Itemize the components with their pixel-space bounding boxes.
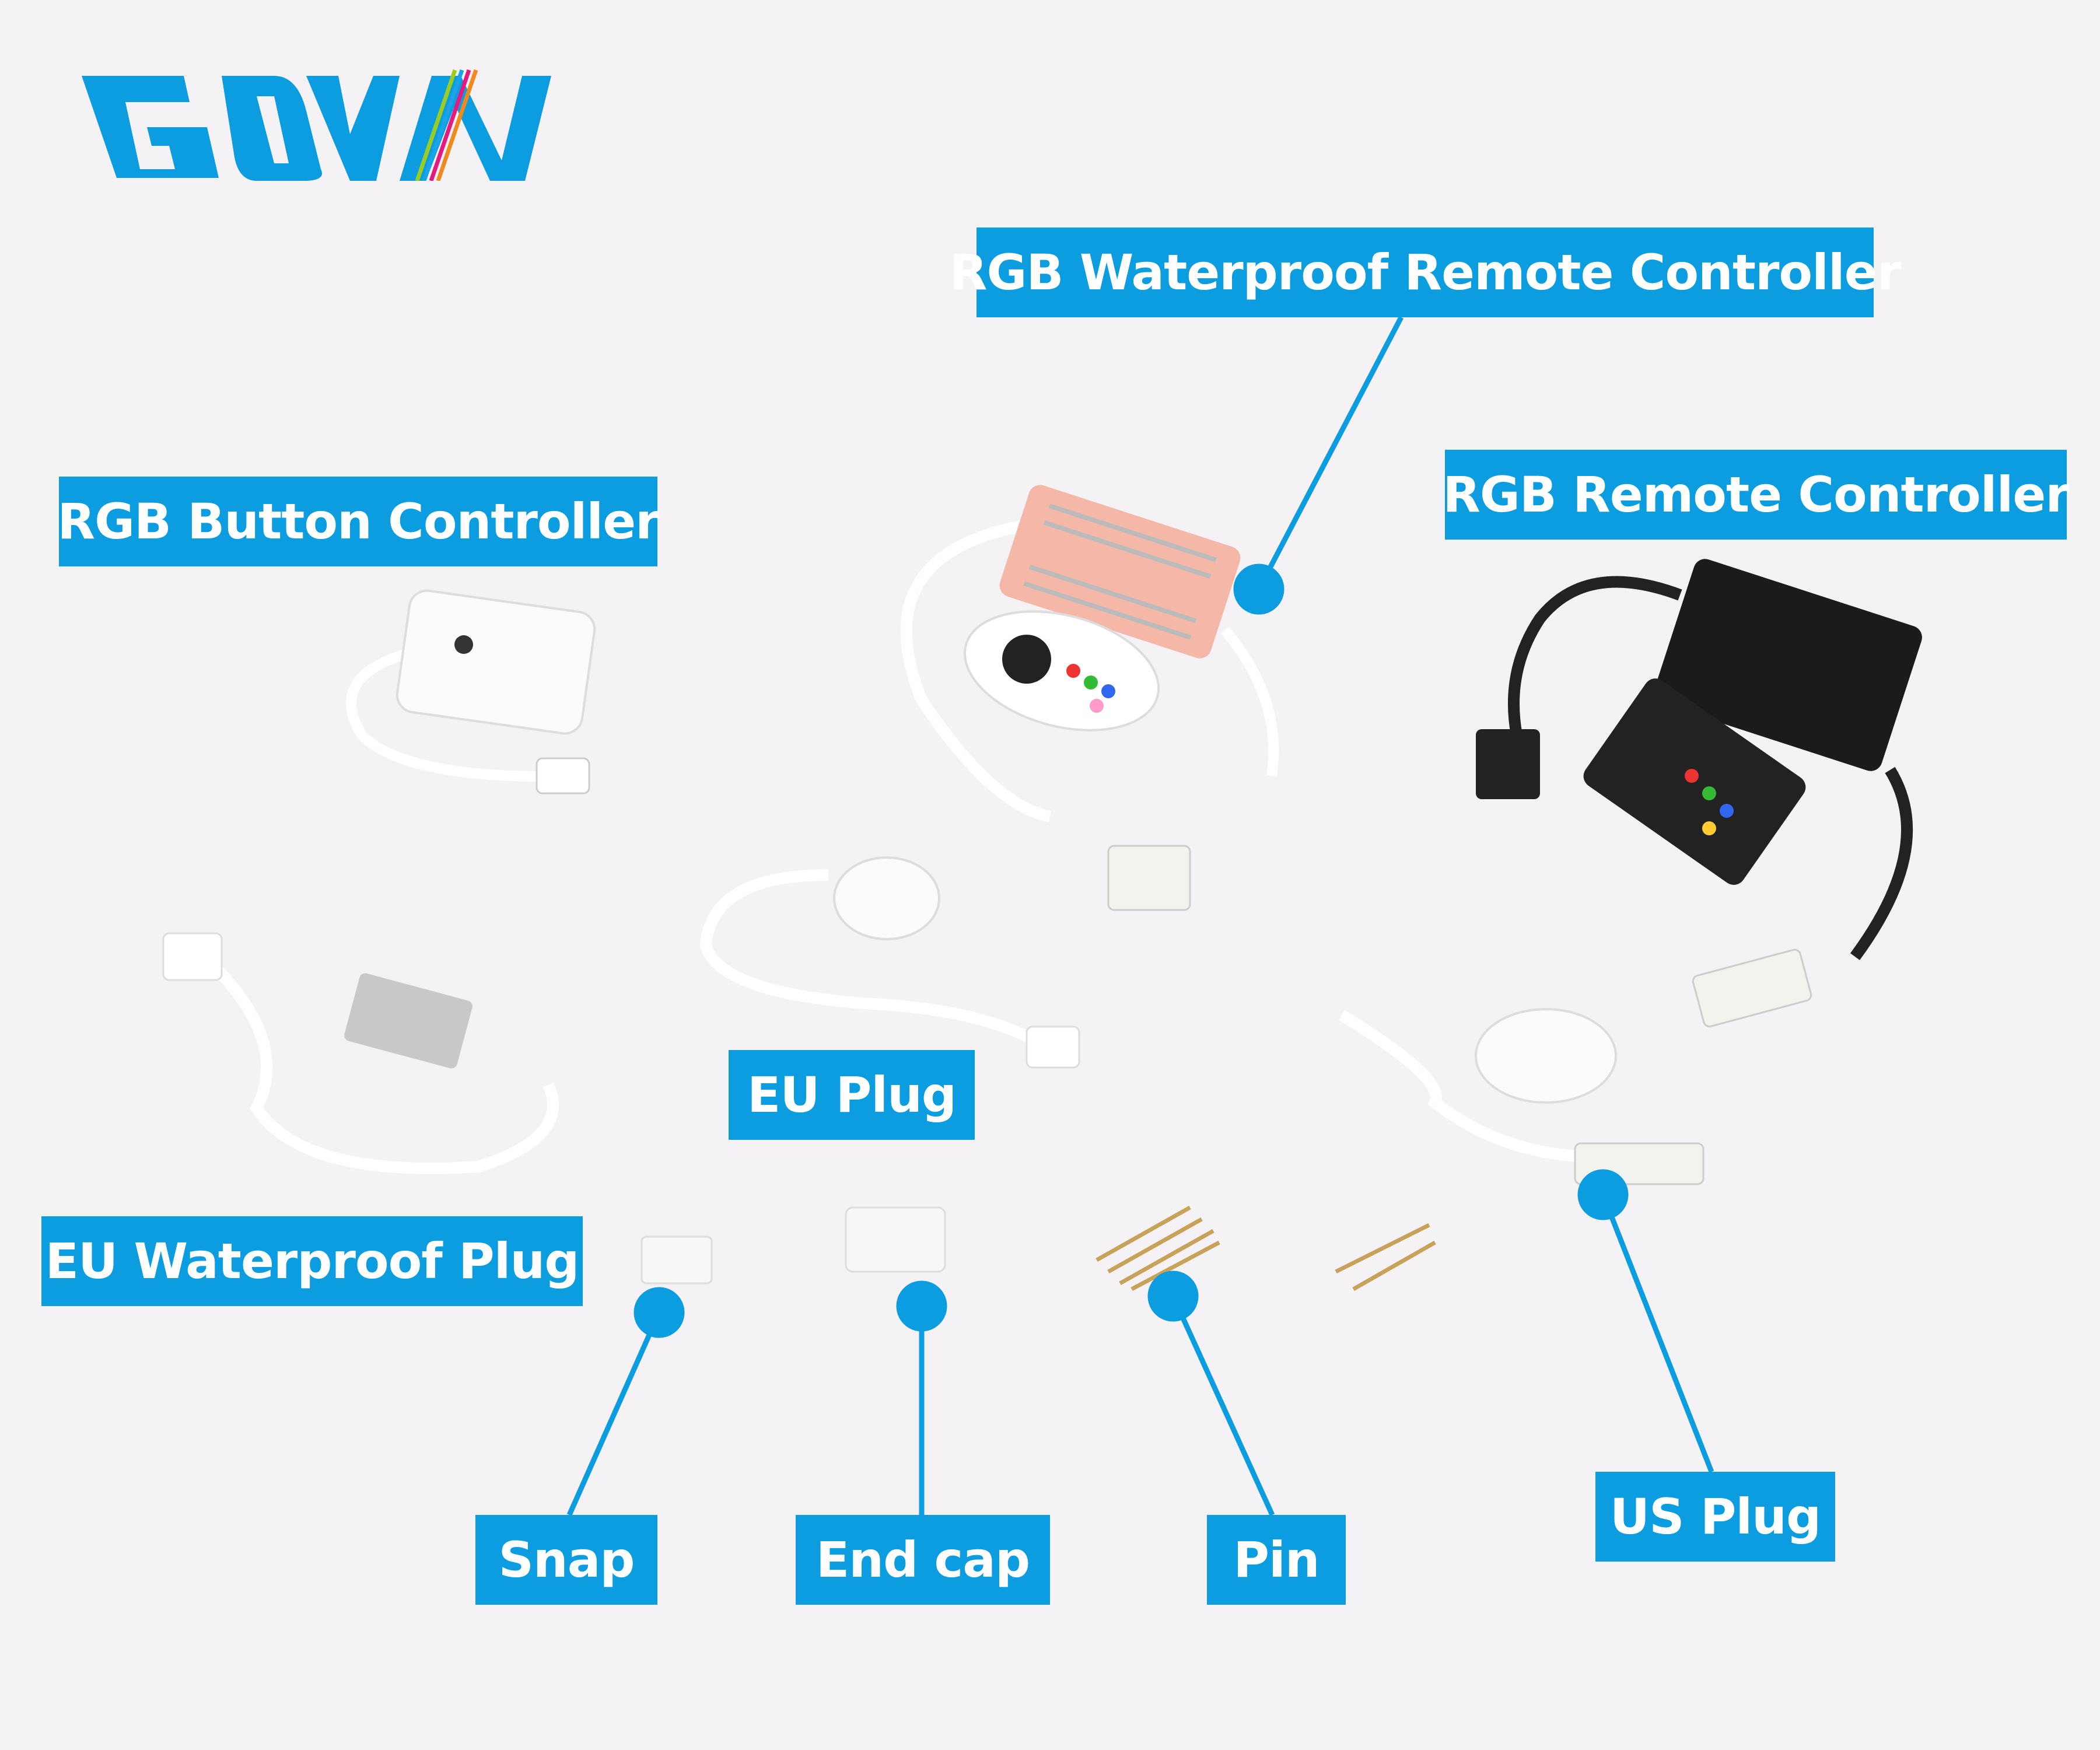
label-rgb-remote-controller: RGB Remote Controller	[1443, 450, 2070, 540]
rgb-waterproof-remote-controller-product	[900, 485, 1279, 911]
leader-us-plug	[1577, 1169, 1714, 1473]
end-cap-product	[845, 1206, 946, 1273]
eu-plug-product	[699, 856, 1080, 1069]
label-eu-waterproof-plug: EU Waterproof Plug	[41, 1216, 583, 1306]
leader-rgb-waterproof-remote-controller	[1233, 316, 1404, 615]
label-snap: Snap	[475, 1515, 657, 1605]
eu-waterproof-plug-product	[162, 932, 559, 1174]
us-plug-product	[1338, 1008, 1704, 1185]
label-rgb-waterproof-remote-controller: RGB Waterproof Remote Controller	[950, 228, 1901, 317]
rgb-button-controller-product	[346, 589, 596, 794]
label-eu-plug: EU Plug	[729, 1050, 975, 1140]
snap-product	[640, 1236, 713, 1284]
label-rgb-button-controller: RGB Button Controller	[57, 477, 660, 566]
leader-snap	[566, 1287, 685, 1516]
gown-logo	[82, 69, 551, 181]
two-pin-product	[1335, 1223, 1436, 1292]
leader-pin	[1147, 1270, 1275, 1516]
label-end-cap: End cap	[796, 1515, 1050, 1605]
label-us-plug: US Plug	[1595, 1472, 1835, 1562]
leader-end-cap	[896, 1280, 947, 1515]
pin-product	[1096, 1205, 1220, 1292]
label-pin: Pin	[1207, 1515, 1346, 1605]
rgb-remote-controller-product	[1476, 559, 1922, 1028]
